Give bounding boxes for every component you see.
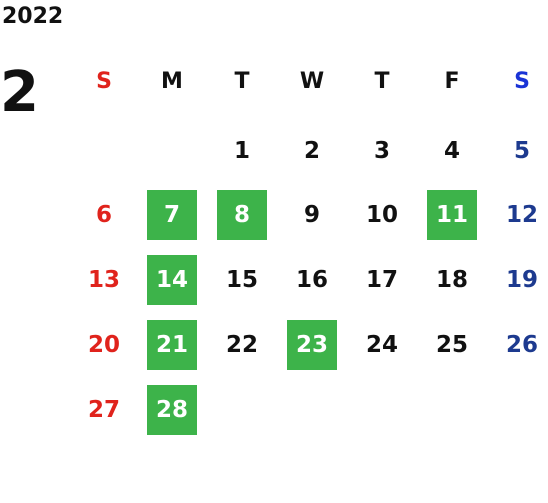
weekday-header-3: W xyxy=(299,68,325,94)
day-cell-24[interactable]: 24 xyxy=(365,332,398,358)
weekday-header-6: S xyxy=(514,68,530,94)
weekday-header-5: F xyxy=(444,68,460,94)
day-cell-8[interactable]: 8 xyxy=(217,190,267,240)
day-cell-6[interactable]: 6 xyxy=(95,202,112,228)
day-cell-5[interactable]: 5 xyxy=(513,138,530,164)
day-cell-20[interactable]: 20 xyxy=(87,332,120,358)
day-cell-28[interactable]: 28 xyxy=(147,385,197,435)
weekday-header-1: M xyxy=(161,68,183,94)
day-cell-23[interactable]: 23 xyxy=(287,320,337,370)
day-cell-2[interactable]: 2 xyxy=(303,138,320,164)
day-cell-1[interactable]: 1 xyxy=(233,138,250,164)
weekday-header-2: T xyxy=(234,68,250,94)
day-cell-4[interactable]: 4 xyxy=(443,138,460,164)
month-number: 2 xyxy=(0,60,39,125)
weekday-header-4: T xyxy=(374,68,390,94)
day-cell-9[interactable]: 9 xyxy=(303,202,320,228)
year-label: 2022 xyxy=(2,4,64,29)
day-cell-19[interactable]: 19 xyxy=(505,267,538,293)
day-cell-26[interactable]: 26 xyxy=(505,332,538,358)
day-cell-22[interactable]: 22 xyxy=(225,332,258,358)
day-cell-7[interactable]: 7 xyxy=(147,190,197,240)
day-cell-18[interactable]: 18 xyxy=(435,267,468,293)
day-cell-3[interactable]: 3 xyxy=(373,138,390,164)
day-cell-10[interactable]: 10 xyxy=(365,202,398,228)
day-cell-27[interactable]: 27 xyxy=(87,397,120,423)
day-cell-17[interactable]: 17 xyxy=(365,267,398,293)
day-cell-12[interactable]: 12 xyxy=(505,202,538,228)
weekday-header-0: S xyxy=(96,68,112,94)
day-cell-14[interactable]: 14 xyxy=(147,255,197,305)
day-cell-16[interactable]: 16 xyxy=(295,267,328,293)
day-cell-13[interactable]: 13 xyxy=(87,267,120,293)
day-cell-21[interactable]: 21 xyxy=(147,320,197,370)
day-cell-15[interactable]: 15 xyxy=(225,267,258,293)
day-cell-11[interactable]: 11 xyxy=(427,190,477,240)
day-cell-25[interactable]: 25 xyxy=(435,332,468,358)
